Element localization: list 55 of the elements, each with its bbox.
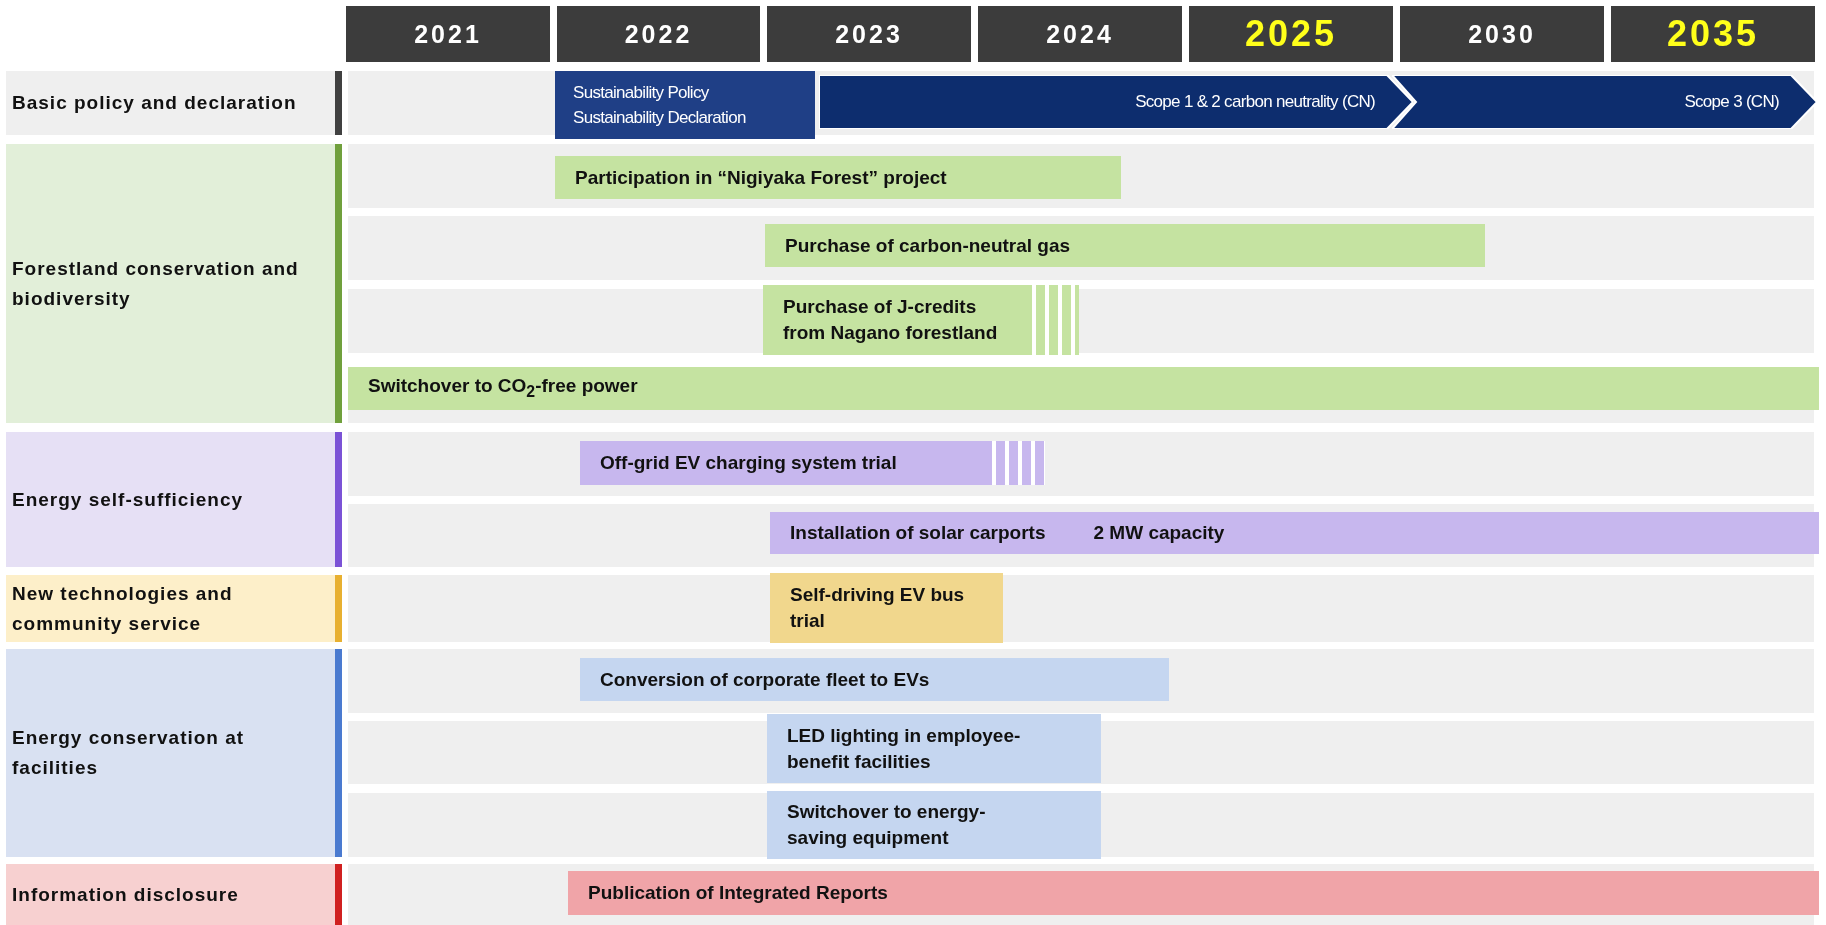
timeline-bar — [765, 224, 1485, 267]
category-text: Energy conservation at facilities — [12, 726, 246, 780]
year-label: 2023 — [835, 19, 903, 49]
bar-text: Purchase of J-credits from Nagano forestland — [783, 295, 999, 345]
category-text: New technologies and community service — [12, 581, 234, 636]
category-text: Basic policy and declaration — [12, 91, 297, 115]
category-label — [6, 71, 342, 135]
year-label: 2024 — [1046, 19, 1114, 49]
timeline-bar — [580, 441, 1045, 485]
bar-text: Publication of Integrated Reports — [588, 881, 888, 905]
year-header — [557, 6, 760, 62]
timeline-bar — [767, 714, 1101, 783]
year-header — [346, 6, 550, 62]
banner-text: Scope 1 & 2 carbon neutrality (CN) — [1135, 92, 1375, 112]
bar-text: Participation in “Nigiyaka Forest” project — [575, 165, 947, 190]
year-label: 2030 — [1468, 19, 1536, 49]
year-label: 2021 — [414, 19, 482, 49]
timeline-bar — [767, 791, 1101, 859]
category-label — [6, 575, 342, 642]
chevron-banner — [819, 75, 1413, 129]
bar-text: Purchase of carbon-neutral gas — [785, 233, 1071, 258]
timeline-bar — [770, 512, 1819, 554]
bar-text: Switchover to CO$_{2}$-free power — [368, 373, 638, 402]
timeline-bar — [580, 658, 1169, 701]
year-label: 2025 — [1244, 13, 1338, 55]
category-text: Information disclosure — [12, 882, 239, 907]
bar-text: Conversion of corporate fleet to EVs — [600, 667, 930, 692]
bar-text: LED lighting in employee-benefit facilities — [787, 723, 1022, 774]
policy-text: Sustainability Policy Sustainability Declaration — [573, 82, 747, 129]
timeline-bar — [348, 367, 1819, 410]
year-header — [978, 6, 1182, 62]
category-label — [6, 144, 342, 423]
timeline-bar — [763, 285, 1079, 355]
year-label: 2035 — [1666, 13, 1760, 55]
category-text: Energy self-sufficiency — [12, 487, 244, 512]
bar-text: Self-driving EV bus trial — [790, 583, 966, 633]
year-header — [767, 6, 971, 62]
bar-text: Installation of solar carports — [790, 521, 1046, 545]
chevron-banner — [1392, 75, 1817, 129]
capacity-text: 2 MW capacity — [1093, 521, 1225, 545]
year-header — [1400, 6, 1604, 62]
year-header — [1189, 6, 1393, 62]
banner-text: Scope 3 (CN) — [1684, 92, 1779, 112]
bar-text: Switchover to energy-saving equipment — [787, 800, 987, 850]
timeline-bar — [555, 156, 1121, 199]
policy-box — [555, 71, 815, 139]
category-text: Forestland conservation and biodiversity — [12, 256, 300, 311]
year-label: 2022 — [624, 19, 693, 49]
category-label — [6, 649, 342, 857]
year-header — [1611, 6, 1815, 62]
bar-text: Off-grid EV charging system trial — [600, 451, 897, 475]
timeline-bar — [770, 573, 1003, 643]
category-label — [6, 432, 342, 567]
category-label — [6, 864, 342, 925]
timeline-bar — [568, 871, 1819, 915]
